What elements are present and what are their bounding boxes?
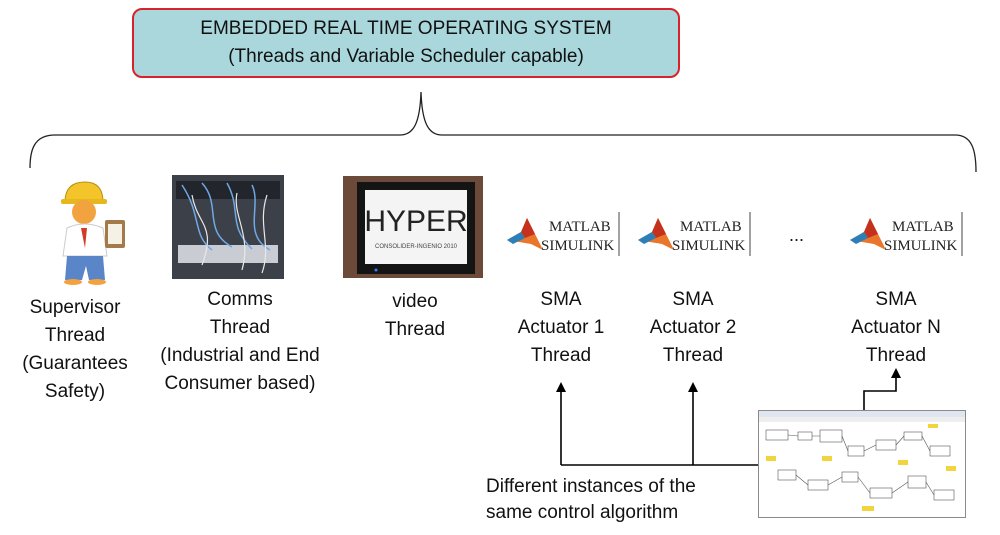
header-title: EMBEDDED REAL TIME OPERATING SYSTEM: [200, 18, 612, 39]
label-line: Thread: [44, 325, 106, 346]
label-line: Actuator 1: [517, 317, 605, 338]
grouping-brace: [29, 91, 977, 173]
label-line: Thread: [209, 317, 271, 338]
label-line: Actuator 2: [649, 317, 737, 338]
hyper-subtitle-text: CONSOLIDER-INGENIO 2010: [375, 244, 458, 250]
caption: Different instances of the same control …: [486, 474, 696, 526]
supervisor-thread-label: Supervisor Thread (Guarantees Safety): [5, 294, 145, 406]
simulink-model-thumbnail: [758, 410, 966, 518]
sma2-thread-label: SMA Actuator 2 Thread: [630, 286, 756, 370]
matlab-membrane-icon: MATLAB SIMULINK: [507, 212, 620, 256]
label-line: Thread: [865, 345, 927, 366]
simulink-text: SIMULINK: [672, 238, 745, 254]
video-thread-label: video Thread: [360, 288, 470, 344]
simulink-text: SIMULINK: [541, 238, 614, 254]
matlab-membrane-icon: MATLAB SIMULINK: [850, 212, 963, 256]
sma1-thread-label: SMA Actuator 1 Thread: [498, 286, 624, 370]
label-line: Thread: [662, 345, 724, 366]
label-line: SMA: [540, 289, 582, 310]
ellipsis: ...: [789, 225, 805, 245]
supervisor-figure-icon: [61, 181, 125, 285]
video-screen-photo: HYPER CONSOLIDER-INGENIO 2010: [343, 176, 483, 278]
caption-line: Different instances of the: [486, 476, 696, 497]
matlab-simulink-logo-2: MATLAB SIMULINK: [636, 210, 754, 260]
label-line: (Industrial and End: [160, 345, 320, 366]
label-line: Safety): [44, 381, 106, 402]
matlab-simulink-logo-1: MATLAB SIMULINK: [505, 210, 623, 260]
label-line: (Guarantees: [22, 353, 128, 374]
caption-line: same control algorithm: [486, 502, 679, 523]
hyper-brand-text: HYPER: [364, 205, 467, 238]
label-line: Comms: [207, 289, 273, 310]
label-line: Thread: [384, 319, 446, 340]
arrow-to-smaN: [863, 374, 897, 410]
label-line: SMA: [875, 289, 917, 310]
network-rack-photo: [172, 175, 284, 279]
label-line: video: [392, 291, 438, 312]
matlab-text: MATLAB: [549, 219, 611, 235]
smaN-thread-label: SMA Actuator N Thread: [833, 286, 959, 370]
label-line: Actuator N: [851, 317, 941, 338]
matlab-text: MATLAB: [892, 219, 954, 235]
matlab-simulink-logo-n: MATLAB SIMULINK: [848, 210, 966, 260]
label-line: Consumer based): [164, 373, 316, 394]
label-line: SMA: [672, 289, 714, 310]
label-line: Supervisor: [29, 297, 121, 318]
label-line: Thread: [530, 345, 592, 366]
comms-thread-label: Comms Thread (Industrial and End Consume…: [140, 286, 340, 398]
rtos-header-box: EMBEDDED REAL TIME OPERATING SYSTEM (Thr…: [132, 8, 680, 78]
matlab-text: MATLAB: [680, 219, 742, 235]
simulink-text: SIMULINK: [884, 238, 957, 254]
header-subtitle: (Threads and Variable Scheduler capable): [228, 46, 584, 67]
matlab-membrane-icon: MATLAB SIMULINK: [638, 212, 751, 256]
